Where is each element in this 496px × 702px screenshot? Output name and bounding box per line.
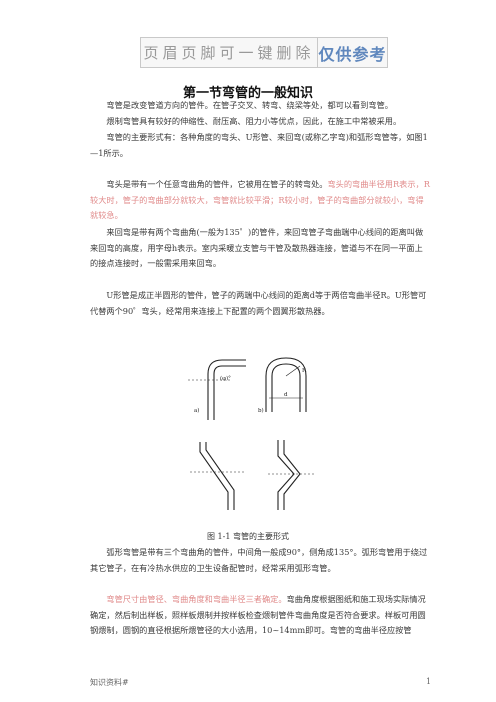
paragraph-6: U形管是成正半圆形的管件，管子的两端中心线间的距离d等于两倍弯曲半径R。U形管可…	[90, 288, 430, 319]
arc-bend-outer	[277, 440, 295, 510]
paragraph-4-text: 弯头是带有一个任意弯曲角的管件，它被用在管子的转弯处。	[106, 179, 328, 189]
paragraph-4-highlight: 弯头的弯曲半径用R表示，R较大时，管子的弯曲部分就较大，弯管就比较平滑；R较小时…	[90, 179, 430, 220]
page-title: 第一节弯管的一般知识	[182, 86, 313, 101]
paragraph-7-text: 弧形弯管是带有三个弯曲角的管件，中间角一般成90°，侧角成135°。弧形弯管用于…	[90, 547, 428, 573]
offset-bend-inner	[205, 442, 235, 510]
arc-bend-inner	[283, 440, 301, 510]
paragraph-1: 弯管是改变管道方向的管件。在管子交叉、转弯、绕梁等处，都可以看到弯管。	[90, 98, 430, 114]
paragraph-1-text: 弯管是改变管道方向的管件。在管子交叉、转弯、绕梁等处，都可以看到弯管。	[106, 100, 393, 110]
u-pipe-radius-label: R	[302, 368, 307, 374]
paragraph-4: 弯头是带有一个任意弯曲角的管件，它被用在管子的转弯处。弯头的弯曲半径用R表示，R…	[90, 177, 430, 224]
page-number: 1	[426, 677, 432, 686]
elbow-inner-line	[213, 365, 246, 375]
paragraph-8-text: 弯曲角度根据图纸和施工现场实际情况确定，然后制出样板，照样板煨制并按样板检查煨制…	[90, 594, 426, 635]
paragraph-2: 煨制弯管具有较好的伸缩性、耐压高、阻力小等优点，因此，在施工中常被采用。	[90, 114, 430, 130]
u-pipe-radius	[285, 365, 301, 377]
banner-delete-hint: 页眉页脚可一键删除	[143, 44, 315, 62]
banner-reference-only: 仅供参考	[318, 44, 387, 64]
fig-label-a: a)	[194, 407, 199, 414]
u-pipe-d-label: d	[284, 392, 288, 398]
u-pipe-outer	[265, 357, 307, 412]
paragraph-8-highlight: 弯管尺寸由管径、弯曲角度和弯曲半径三者确定。	[106, 594, 287, 604]
pipe-bends-figure: (φ)° a) R d b)	[188, 357, 314, 510]
fig-label-b: b)	[258, 407, 264, 414]
figure-caption: 图 1-1 弯管的主要形式	[207, 532, 289, 541]
paragraph-5: 来回弯是带有两个弯曲角(一般为135゜)的管件，来回弯管子弯曲端中心线间的距离叫…	[90, 225, 430, 272]
paragraph-2-text: 煨制弯管具有较好的伸缩性、耐压高、阻力小等优点，因此，在施工中常被采用。	[106, 116, 402, 126]
banner-divider	[317, 38, 318, 67]
u-pipe-inner	[271, 363, 301, 412]
paragraph-5-text: 来回弯是带有两个弯曲角(一般为135゜)的管件，来回弯管子弯曲端中心线间的距离叫…	[90, 227, 424, 268]
elbow-angle-label: (φ)°	[220, 375, 231, 382]
header-banner: 页眉页脚可一键删除 仅供参考	[140, 37, 388, 68]
elbow-outer-line	[207, 359, 246, 375]
paragraph-3-text: 弯管的主要形式有：各种角度的弯头、U形管、来回弯(或称乙字弯)和弧形弯管等，如图…	[90, 132, 428, 158]
paragraph-7: 弧形弯管是带有三个弯曲角的管件，中间角一般成90°，侧角成135°。弧形弯管用于…	[90, 545, 430, 576]
footer-source: 知识资料#	[90, 678, 129, 687]
paragraph-8: 弯管尺寸由管径、弯曲角度和弯曲半径三者确定。弯曲角度根据图纸和施工现场实际情况确…	[90, 592, 430, 639]
paragraph-3: 弯管的主要形式有：各种角度的弯头、U形管、来回弯(或称乙字弯)和弧形弯管等，如图…	[90, 130, 430, 161]
paragraph-6-text: U形管是成正半圆形的管件，管子的两端中心线间的距离d等于两倍弯曲半径R。U形管可…	[90, 290, 427, 316]
